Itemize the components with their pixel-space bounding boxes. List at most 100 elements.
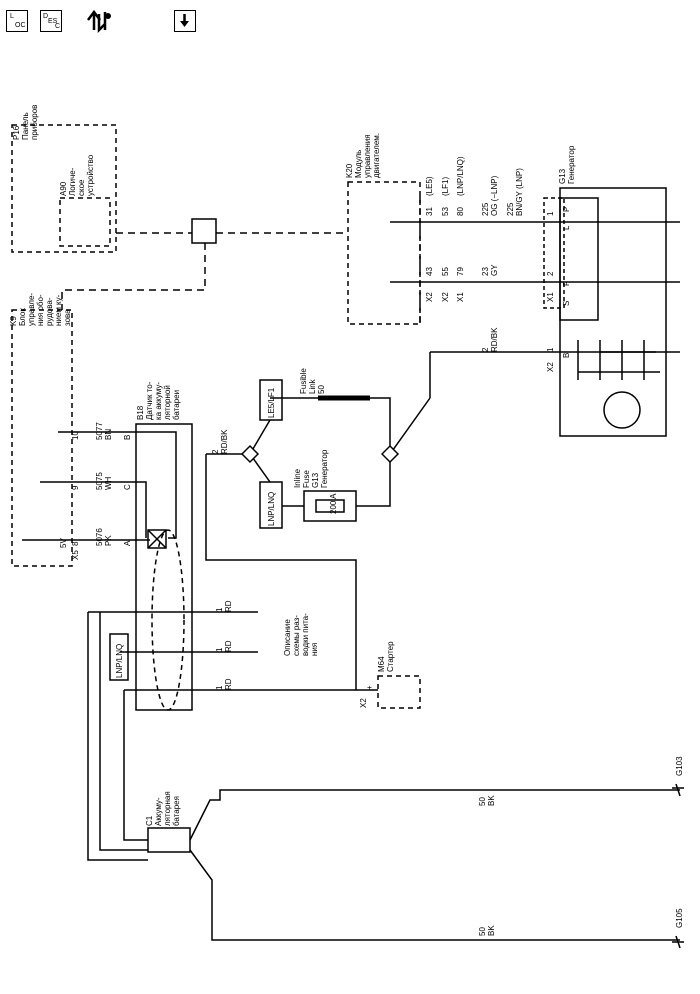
inline-fuse-2: Fuse <box>302 470 311 488</box>
m64-x2: X2 <box>359 698 368 708</box>
m64-box <box>377 675 421 709</box>
c1-box <box>147 827 191 853</box>
pin-8: 8 <box>71 541 80 546</box>
b18-box <box>135 423 193 711</box>
k9-d5: нием ку- <box>54 294 63 326</box>
c1-d1: Аккуму- <box>154 797 163 826</box>
m64-label: M64 <box>377 656 386 672</box>
pin-55: 55 <box>441 267 450 276</box>
tools-arrows-icon[interactable] <box>85 8 113 34</box>
w50a: 50 <box>478 797 487 806</box>
wire-og: OG (−LNP) <box>490 175 499 216</box>
gen-F: F <box>562 281 571 286</box>
fusible-link-2: Link <box>308 378 317 394</box>
inline-fuse-1: Inline <box>293 468 302 488</box>
gen-B: B <box>562 353 571 358</box>
m64-plus: + <box>365 685 374 690</box>
conn-x5: X5 <box>71 550 80 560</box>
k9-d1: Блок <box>18 308 27 326</box>
sensor-B: B <box>123 435 132 440</box>
pin-53: 53 <box>441 207 450 216</box>
inline-fuse-5: 200 A <box>329 493 338 514</box>
inline-fuse-4: Генератор <box>320 449 329 488</box>
pin-43: 43 <box>425 267 434 276</box>
b18-d3: ляторной <box>163 385 172 420</box>
sensor-A: A <box>123 540 132 546</box>
w-wh: WH <box>104 476 113 490</box>
pd-3: водки пита- <box>301 613 310 656</box>
arrow-down-icon <box>180 14 189 27</box>
k20-box <box>347 181 421 325</box>
k9-box <box>11 309 73 567</box>
gen-x2: X2 <box>546 362 555 372</box>
g13-box <box>559 187 667 437</box>
a90-label: A90 <box>59 181 68 196</box>
k20-desc2: управления <box>363 134 372 178</box>
w5075: 5075 <box>95 472 104 490</box>
pd-4: ния <box>310 643 319 656</box>
gen-S: S <box>562 301 571 306</box>
loc-sub: OC <box>15 22 26 29</box>
v5: 5V <box>59 538 68 548</box>
k20-desc: Модуль <box>354 150 363 178</box>
sensor-C: C <box>123 484 132 490</box>
desc-sub1: ES <box>48 18 58 25</box>
a90-desc3: устройство <box>86 154 95 196</box>
conn-x1: X1 <box>456 292 465 302</box>
fusible-link-3: 50 <box>317 385 326 394</box>
location-button[interactable]: L OC <box>6 10 28 32</box>
w5077: 5077 <box>95 422 104 440</box>
w-pk: PK <box>104 535 113 546</box>
fusible-link-1: Fusible <box>299 368 308 394</box>
bka: BK <box>487 795 496 806</box>
desc-sub2: C <box>55 23 61 30</box>
a90-desc2: ское <box>77 179 86 196</box>
b18-label: B18 <box>136 405 145 420</box>
k20-label: K20 <box>345 163 354 178</box>
pd-2: схемы раз- <box>292 615 301 656</box>
k9-d3: ния обо- <box>36 294 45 326</box>
a90-box <box>59 197 111 247</box>
bkb: BK <box>487 925 496 936</box>
k9-d6: зова <box>63 309 72 326</box>
opt-lf1: (LF1) <box>441 177 450 196</box>
pin-31: 31 <box>425 207 434 216</box>
desc-letter: D <box>43 13 49 20</box>
c1-label: C1 <box>145 815 154 826</box>
pd-1: Описание <box>283 619 292 656</box>
le5lf1-box: LE5/LF1 <box>267 387 276 418</box>
wire-rdbk2: RD/BK <box>220 429 229 454</box>
gen-pin1: 1 <box>546 211 555 216</box>
inline-fuse-3: G13 <box>311 472 320 488</box>
g13-desc: Генератор <box>567 145 576 184</box>
wire-225a: 225 <box>481 202 490 216</box>
c1-d3: батарея <box>172 796 181 826</box>
description-button[interactable]: D ES C <box>40 10 62 32</box>
g13-label: G13 <box>558 168 567 184</box>
w5076: 5076 <box>95 528 104 546</box>
p16-box <box>11 124 117 253</box>
pin-79: 79 <box>456 267 465 276</box>
opt-le5: (LE5) <box>425 176 434 196</box>
conn-x2-a: X2 <box>425 292 434 302</box>
wire-rdb: RD <box>224 640 233 652</box>
lnplnq-box: LNP/LNQ <box>267 492 276 526</box>
wire-2: 2 <box>481 347 490 352</box>
k9-label: K9 <box>9 316 18 326</box>
pin-9: 9 <box>71 485 80 490</box>
wire-rda: RD <box>224 600 233 612</box>
wire-1a: 1 <box>215 607 224 612</box>
k9-d4: рудова- <box>45 297 54 326</box>
down-button[interactable] <box>174 10 196 32</box>
p16-desc2: приборов <box>30 105 39 140</box>
wire-1c: 1 <box>215 685 224 690</box>
k20-desc3: двигателем. <box>372 133 381 178</box>
k9-d2: управле- <box>27 293 36 326</box>
g103: G103 <box>675 756 684 776</box>
toolbar: L OC D ES C <box>0 0 700 44</box>
opt-lnp: (LNP/LNQ) <box>456 156 465 196</box>
pin-10: 10 <box>71 431 80 440</box>
lnplnq2-box: LNP/LNQ <box>115 644 124 678</box>
loc-letter: L <box>10 13 14 20</box>
p16-label: P16 <box>12 125 21 140</box>
